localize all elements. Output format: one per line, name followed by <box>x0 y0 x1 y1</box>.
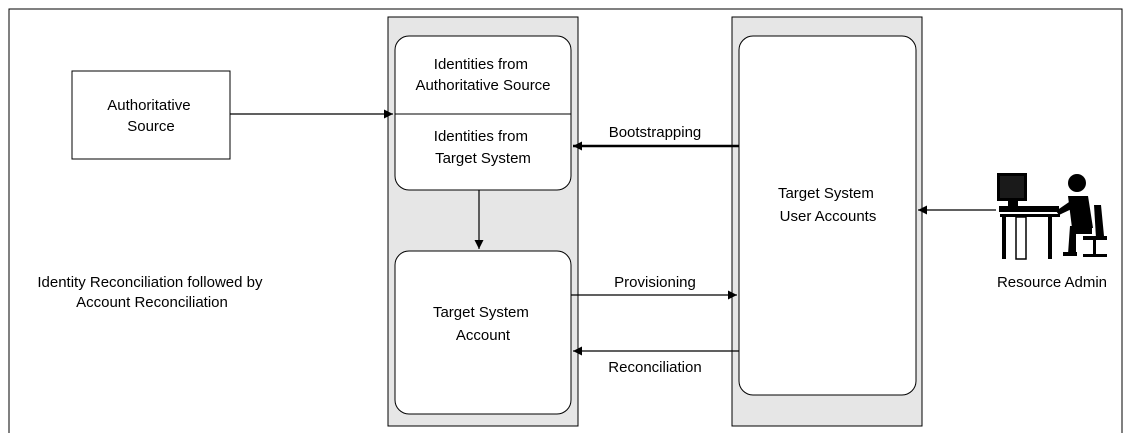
diagram-frame <box>8 8 1123 433</box>
resource-admin-icon <box>997 173 1107 260</box>
reconciliation-note: Identity Reconciliation followed by Acco… <box>37 274 266 311</box>
target-system-account-node: Target System Account <box>394 250 572 415</box>
authoritative-source-node: Authoritative Source <box>71 70 231 160</box>
reconciliation-label: Reconciliation <box>608 359 701 376</box>
target-system-user-accounts-node: Target System User Accounts <box>738 35 917 396</box>
bootstrapping-label: Bootstrapping <box>609 124 702 141</box>
svg-text:Target System Account: Target System Account <box>433 304 533 344</box>
identities-node: Identities from Authoritative Source Ide… <box>394 35 572 191</box>
svg-text:Target System User Accou: Target System User Accounts <box>778 185 878 225</box>
svg-text:Authoritative Source: Authoritative Source <box>107 97 195 135</box>
identities-from-target-label: Identities from Target System <box>434 128 532 167</box>
provisioning-label: Provisioning <box>614 274 696 291</box>
identities-from-authoritative-label: Identities from Authoritative Source <box>415 56 550 94</box>
resource-admin-label: Resource Admin <box>997 274 1107 291</box>
